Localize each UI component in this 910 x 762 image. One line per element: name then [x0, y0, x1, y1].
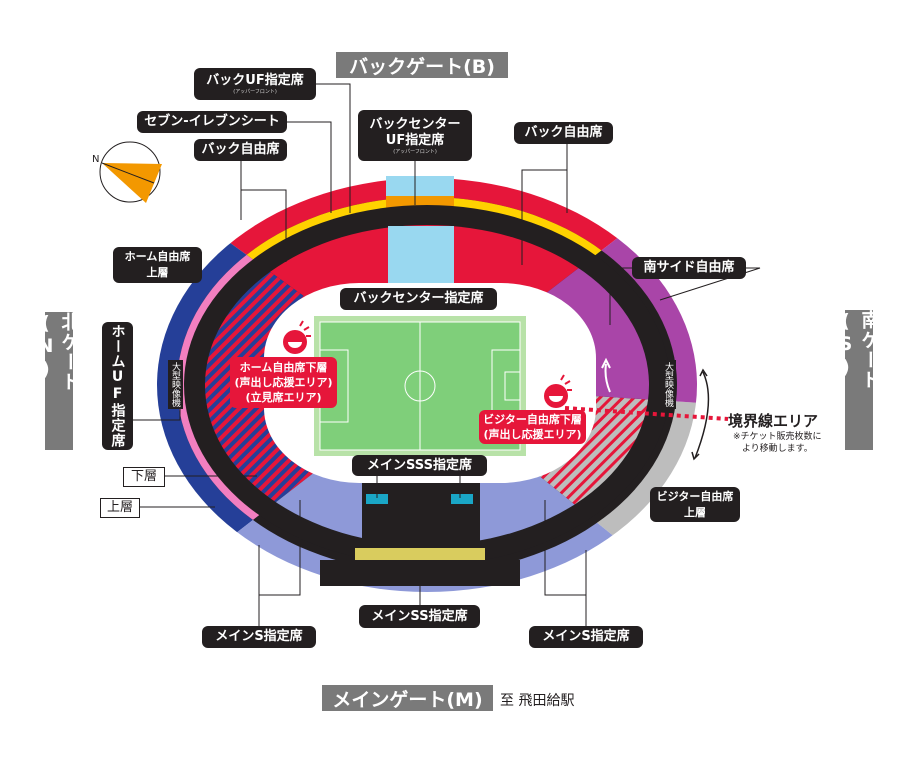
cheer-icon-home	[283, 320, 311, 354]
back-center-reserved-section[interactable]	[388, 226, 454, 286]
label-back-uf: バックUF指定席 (アッパーフロント)	[194, 68, 316, 100]
label-text: 上層	[146, 266, 169, 279]
main-sss-block	[362, 478, 480, 550]
main-ss-strip	[355, 548, 485, 560]
label-text: ビジター自由席	[656, 489, 734, 503]
main-gate-label: メインゲート(M)	[322, 685, 493, 711]
big-screen-south: 大型映像機	[661, 360, 676, 409]
compass-icon	[99, 141, 162, 203]
leader-lines	[133, 83, 761, 626]
label-text: ホーム自由席下層	[239, 361, 328, 374]
label-text: 上層	[684, 505, 706, 519]
south-gate-label: 南ゲート(S)	[835, 310, 881, 450]
label-subtext: (アッパーフロント)	[233, 89, 277, 95]
note-line: ※チケット販売枚数に	[733, 432, 822, 442]
label-main-s-right: メインS指定席	[529, 626, 643, 648]
boundary-note: ※チケット販売枚数に より移動します。	[733, 431, 822, 455]
label-back-free-right: バック自由席	[514, 122, 613, 144]
label-text: バックセンター	[369, 116, 461, 132]
north-gate-label: 北ゲート(N)	[35, 312, 81, 450]
label-back-free-left: バック自由席	[194, 139, 287, 161]
label-subtext: (アッパーフロント)	[393, 148, 437, 155]
arrow-up-icon	[604, 363, 611, 393]
back-gate-label: バックゲート(B)	[336, 52, 508, 78]
label-text: UF指定席	[385, 132, 445, 148]
label-main-sss: メインSSS指定席	[352, 455, 487, 476]
station-direction: 至 飛田給駅	[500, 693, 575, 709]
label-text: ホーム自由席	[124, 250, 191, 263]
label-home-free-lower: ホーム自由席下層 (声出し応援エリア) (立見席エリア)	[230, 357, 337, 408]
compass-north-label: N	[92, 154, 100, 165]
label-main-s-left: メインS指定席	[202, 626, 316, 648]
label-text: ビジター自由席下層	[483, 413, 582, 426]
big-screen-north: 大型映像機	[168, 360, 183, 409]
label-boundary-area: 境界線エリア	[728, 412, 819, 430]
label-upper-tier: 上層	[100, 498, 140, 518]
label-home-uf: ホームUF指定席	[102, 322, 133, 450]
sss-box-left	[366, 494, 388, 504]
label-back-center-uf: バックセンター UF指定席 (アッパーフロント)	[358, 110, 472, 161]
label-text: (立見席エリア)	[245, 391, 322, 404]
boundary-line	[564, 406, 729, 421]
label-text: (声出し応援エリア)	[483, 428, 582, 441]
label-visitor-free-lower: ビジター自由席下層 (声出し応援エリア)	[479, 410, 586, 444]
label-text: (声出し応援エリア)	[234, 376, 333, 389]
label-back-center-reserved: バックセンター指定席	[340, 288, 497, 310]
label-lower-tier: 下層	[123, 467, 165, 487]
boundary-move-arrow-icon	[694, 371, 710, 459]
label-text: バックUF指定席	[206, 73, 304, 88]
label-main-ss: メインSS指定席	[359, 605, 480, 628]
label-visitor-free-upper: ビジター自由席 上層	[650, 487, 740, 522]
sss-box-right	[451, 494, 473, 504]
note-line: より移動します。	[741, 444, 813, 454]
label-seven-eleven: セブン-イレブンシート	[137, 111, 287, 133]
label-home-free-upper: ホーム自由席 上層	[113, 247, 202, 283]
cheer-icon-visitor	[544, 374, 572, 408]
label-south-side-free: 南サイド自由席	[632, 257, 746, 279]
